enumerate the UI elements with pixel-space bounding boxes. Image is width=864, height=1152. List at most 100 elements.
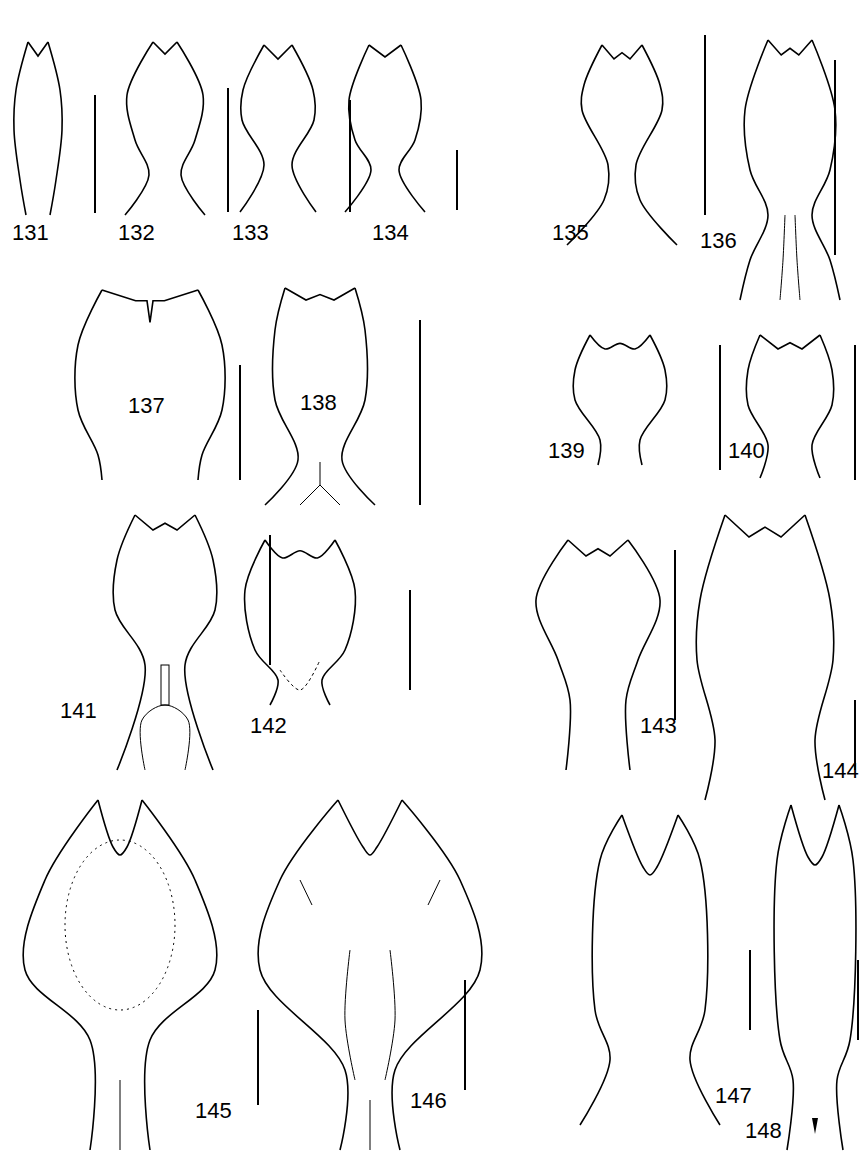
apical-notch	[760, 335, 820, 349]
scale-bar	[674, 550, 676, 720]
figure-number: 137	[128, 395, 165, 417]
figure-number: 140	[728, 440, 765, 462]
apical-notch	[285, 288, 355, 300]
outline-left	[580, 815, 622, 1125]
figure-number: 141	[60, 700, 97, 722]
inner-line	[428, 880, 440, 905]
apical-notch	[338, 800, 402, 855]
figure-number: 135	[552, 222, 589, 244]
basal-plate	[140, 705, 190, 770]
outline-right	[342, 288, 375, 505]
outline-left	[265, 288, 298, 505]
outline-right	[805, 515, 834, 800]
outline-left	[696, 515, 725, 800]
inner-line	[370, 1100, 371, 1150]
outline-right	[812, 40, 840, 300]
inner-line	[300, 462, 320, 505]
apical-notch	[568, 540, 628, 556]
apical-notch	[590, 335, 650, 349]
outline-right	[678, 815, 720, 1125]
apical-notch	[264, 45, 292, 59]
apical-notch	[98, 800, 142, 855]
apical-notch	[725, 515, 805, 537]
inner-line	[300, 880, 312, 905]
scale-bar	[857, 960, 859, 1040]
outline-right	[48, 42, 62, 215]
outline-right	[635, 45, 677, 245]
outline-left	[240, 45, 264, 212]
apical-notch	[768, 40, 812, 55]
scale-bar	[456, 150, 458, 210]
scale-bar	[834, 60, 836, 255]
scale-bar	[257, 1010, 259, 1105]
outline-right	[812, 335, 834, 478]
outline-right	[177, 42, 205, 215]
apical-notch	[791, 805, 839, 865]
outline-left	[23, 800, 98, 1150]
outline-right	[639, 335, 667, 465]
apical-notch	[153, 42, 177, 54]
scale-bar	[464, 980, 466, 1090]
outline-left	[245, 540, 279, 705]
apical-notch	[102, 290, 198, 322]
rod	[161, 665, 169, 705]
scale-bar	[409, 590, 411, 690]
figure-number: 132	[118, 222, 155, 244]
figure-number: 145	[195, 1100, 232, 1122]
outline-right	[392, 800, 482, 1150]
figure-number: 131	[12, 222, 49, 244]
outline-right	[292, 45, 316, 212]
scale-bar	[227, 88, 229, 212]
outline-left	[740, 40, 768, 300]
outline-left	[125, 42, 153, 215]
figure-number: 142	[250, 715, 287, 737]
figure-number: 138	[300, 392, 337, 414]
inner-line	[780, 215, 785, 300]
outline-left	[774, 805, 793, 1150]
figure-number: 133	[232, 222, 269, 244]
outline-left	[536, 540, 571, 770]
figure-number: 146	[410, 1090, 447, 1112]
outline-right	[399, 45, 425, 212]
outline-left	[567, 45, 609, 245]
dotted-area	[65, 840, 175, 1010]
figure-number: 143	[640, 715, 677, 737]
apical-notch	[265, 540, 335, 558]
inner-line	[120, 1080, 121, 1150]
outline-right	[198, 290, 225, 480]
apical-notch	[369, 45, 401, 57]
scale-bar	[749, 950, 751, 1030]
inner-line	[385, 950, 395, 1080]
outline-left	[258, 800, 348, 1150]
scale-bar	[94, 95, 96, 213]
apical-notch	[135, 515, 195, 530]
inner-line	[320, 485, 340, 505]
scale-bar	[239, 365, 241, 480]
inner-line	[795, 215, 800, 300]
figure-number: 148	[745, 1120, 782, 1142]
figure-number: 144	[822, 760, 859, 782]
figure-number: 147	[715, 1085, 752, 1107]
scale-bar	[719, 345, 721, 470]
scale-bar	[704, 35, 706, 215]
scale-bar	[854, 345, 856, 480]
figure-number: 134	[372, 222, 409, 244]
apical-notch	[622, 815, 678, 875]
outline-right	[837, 805, 856, 1150]
scale-bar	[419, 320, 421, 505]
figure-number: 136	[700, 230, 737, 252]
apical-notch	[28, 42, 48, 56]
outline-left	[345, 45, 371, 212]
arrow-mark	[812, 1118, 818, 1134]
apical-notch	[602, 45, 642, 59]
scale-bar	[269, 535, 271, 665]
outline-right	[322, 540, 356, 705]
inner-line	[280, 660, 320, 690]
inner-line	[345, 950, 355, 1080]
figure-number: 139	[548, 440, 585, 462]
outline-left	[14, 42, 28, 215]
outline-right	[142, 800, 217, 1150]
scale-bar	[349, 100, 351, 212]
